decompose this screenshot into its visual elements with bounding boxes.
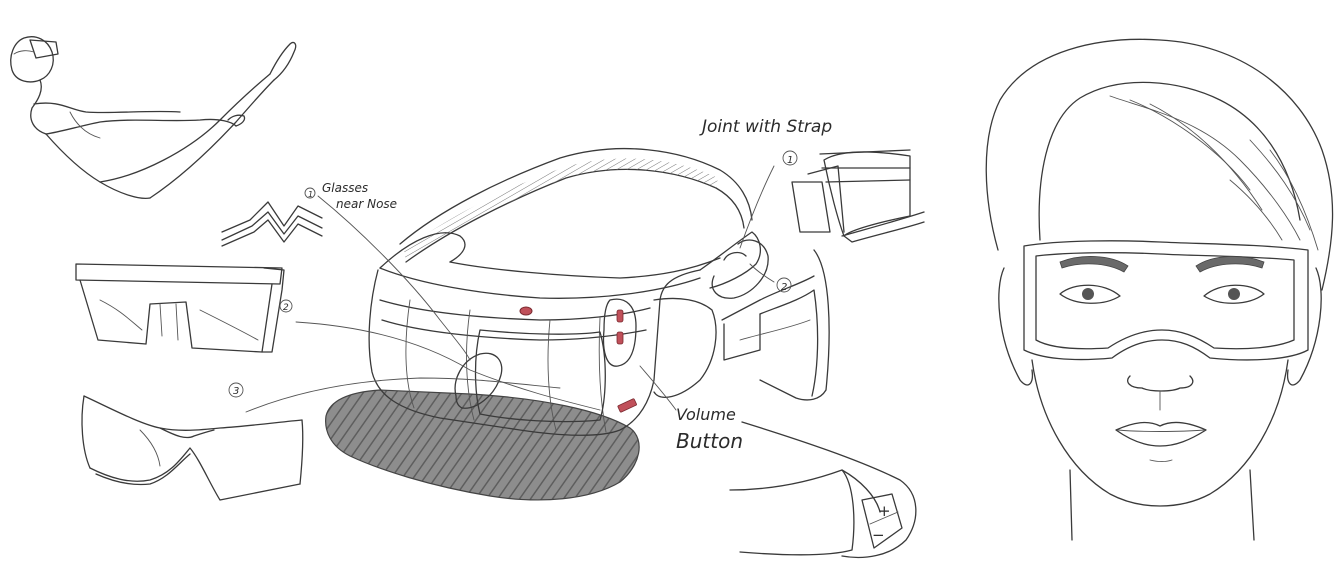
marker-1-joint: 1	[787, 155, 793, 166]
nose-bridge-detail	[221, 201, 323, 247]
volume-minus-symbol: −	[872, 526, 885, 544]
annotation-labels: Joint with Strap 1 2 1 Glasses near Nose…	[228, 117, 832, 453]
marker-2-glasses-circle	[279, 299, 293, 313]
face-wearing-headset-illustration	[985, 38, 1334, 541]
marker-2-glasses: 2	[283, 303, 289, 313]
strap-joint-detail	[791, 149, 925, 243]
reclining-figure-illustration	[10, 36, 297, 200]
joint-with-strap-label: Joint with Strap	[699, 117, 832, 137]
side-pad-detail	[721, 249, 830, 401]
marker-1-joint-circle	[782, 150, 798, 166]
volume-up-button	[616, 309, 624, 323]
glasses-near-nose-label-line1: Glasses	[322, 181, 368, 195]
volume-button-label-line2: Button	[676, 429, 743, 453]
headset-shadow	[325, 389, 640, 501]
marker-3-glasses-circle	[228, 382, 244, 398]
vr-headset-main	[325, 147, 769, 501]
annotation-leader-lines	[245, 165, 775, 413]
volume-button-label-line1: Volume	[676, 405, 736, 424]
glasses-near-nose-label-line2: near Nose	[336, 197, 397, 211]
volume-button-detail: + −	[729, 421, 917, 559]
marker-1-glasses-circle	[304, 187, 316, 199]
glasses-option-2	[75, 263, 285, 353]
glasses-option-3	[81, 395, 304, 501]
brand-badge	[617, 398, 637, 413]
volume-plus-symbol: +	[878, 502, 891, 520]
marker-2-joint-circle	[776, 277, 792, 293]
marker-1-glasses: 1	[308, 190, 313, 199]
marker-3-glasses: 3	[233, 386, 239, 397]
top-indicator-button	[519, 306, 533, 316]
marker-2-joint: 2	[781, 282, 787, 293]
volume-down-button	[616, 331, 624, 345]
